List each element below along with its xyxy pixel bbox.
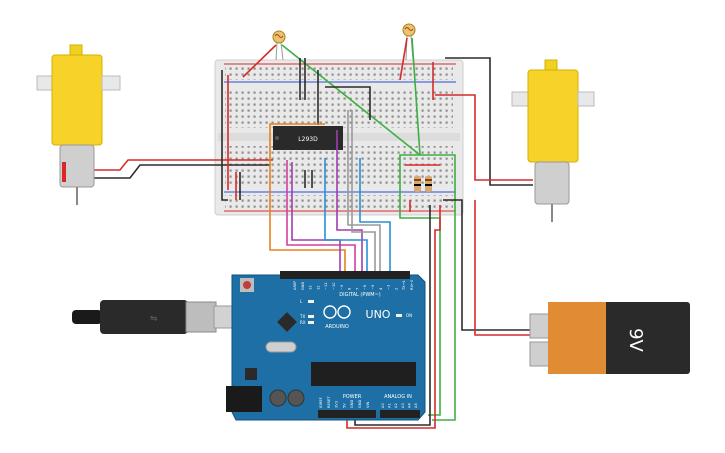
- pin-label: 12: [316, 285, 320, 290]
- wire-red-ldr-right: [399, 37, 408, 81]
- wires: [92, 37, 533, 429]
- wire-gray2: [351, 110, 376, 275]
- wire-green-ldr-right: [411, 37, 421, 156]
- battery-9v[interactable]: 9V: [529, 302, 690, 374]
- dc-motor-left[interactable]: [36, 44, 121, 205]
- wire-blue-left: [324, 158, 368, 275]
- pin-label: 5V: [342, 403, 346, 408]
- model-label: UNO: [366, 308, 391, 321]
- chip-label: L293D: [298, 136, 318, 143]
- pin-label: IOREF: [319, 397, 323, 408]
- pin-label: 13: [309, 285, 313, 290]
- pin-label: GND: [358, 400, 362, 408]
- wire-red-5v: [346, 205, 441, 429]
- analog-header-label: ANALOG IN: [384, 394, 412, 400]
- pin-label: A4: [407, 403, 411, 408]
- pin-label: 2: [394, 288, 398, 290]
- wire-green-a1: [420, 154, 456, 421]
- arduino-uno: DIGITAL (PWM~) ARDUINO UNO L TX RX ON PO…: [226, 271, 426, 421]
- pin-label: ~3: [387, 285, 391, 290]
- pin-label: TX→1: [402, 280, 406, 291]
- pin-label: VIN: [366, 401, 370, 408]
- pin-label: 4: [379, 287, 383, 290]
- reset-button[interactable]: [243, 281, 251, 289]
- pin-label: ~9: [340, 284, 344, 290]
- dc-motor-right[interactable]: [511, 59, 595, 222]
- wire-gray: [347, 110, 381, 275]
- l293d-chip: L293D: [273, 126, 343, 150]
- digital-header-label: DIGITAL (PWM~): [339, 292, 381, 298]
- pin-label: A3: [401, 403, 405, 408]
- pin-label: GND: [301, 282, 305, 290]
- rx-led-label: RX: [300, 320, 306, 325]
- pin-label: ~6: [363, 284, 367, 290]
- photoresistor-left[interactable]: [272, 30, 286, 61]
- wire-green-a0: [399, 154, 441, 416]
- arduino-logo-icon: [323, 305, 337, 319]
- wire-orange: [269, 123, 346, 275]
- photoresistor-right[interactable]: [402, 23, 416, 61]
- pin-label: RX←0: [410, 279, 414, 290]
- pin-label: GND: [350, 400, 354, 408]
- pin-label: AREF: [293, 281, 297, 290]
- pin-label: RESET: [327, 396, 331, 408]
- power-header-label: POWER: [343, 394, 362, 400]
- wire-blue-right: [359, 158, 391, 275]
- resistor-right[interactable]: [425, 176, 432, 192]
- usb-symbol: ⇋: [150, 314, 158, 324]
- pin-label: 3V3: [335, 401, 339, 408]
- pin-label: 7: [355, 288, 359, 290]
- pin-label: ~10: [332, 282, 336, 290]
- wire-red-ldr-left: [242, 44, 277, 78]
- tx-led-label: TX: [299, 314, 305, 319]
- pin-label: ~11: [324, 282, 328, 290]
- pin-label: A0: [381, 403, 385, 408]
- l-led-label: L: [300, 299, 303, 304]
- on-led-label: ON: [406, 313, 412, 318]
- wire-purple2: [336, 130, 363, 275]
- wire-purple: [291, 162, 341, 275]
- pin-label: ~5: [371, 285, 375, 290]
- battery-label: 9V: [625, 328, 646, 352]
- pin-label: A5: [414, 403, 418, 408]
- pin-label: A1: [388, 403, 392, 408]
- brand-label: ARDUINO: [325, 324, 349, 330]
- pin-label: 8: [348, 287, 352, 290]
- pin-label: A2: [394, 403, 398, 408]
- wire-pink: [286, 160, 356, 275]
- resistor-left[interactable]: [414, 176, 421, 192]
